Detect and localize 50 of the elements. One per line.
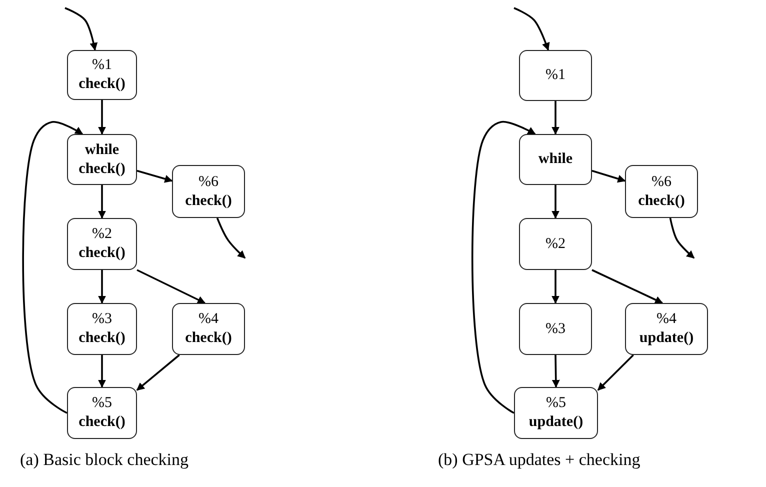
arrow [552, 270, 560, 304]
arrow [136, 354, 180, 391]
arrow [136, 170, 173, 183]
block-label: while [538, 150, 573, 169]
arrow [98, 100, 106, 135]
block-label: %5 update() [528, 394, 584, 432]
block-box [514, 387, 598, 439]
block-label: %5 check() [78, 394, 126, 432]
arrow [592, 269, 664, 304]
arrow [216, 218, 246, 259]
block-box [519, 303, 592, 355]
block-box [172, 165, 245, 218]
arrow [22, 121, 84, 414]
arrow [597, 354, 634, 391]
figure-caption: (b) GPSA updates + checking [438, 450, 640, 470]
block-box [67, 387, 137, 439]
block-box [519, 134, 592, 185]
block-label: %3 check() [78, 310, 126, 348]
arrow [64, 7, 98, 51]
block-box [625, 303, 708, 355]
block-label: %3 [546, 320, 566, 338]
block-label: %4 check() [184, 310, 233, 348]
block-label: %6 check() [184, 172, 233, 210]
arrow [552, 101, 560, 135]
block-box [67, 134, 137, 185]
arrow [669, 218, 695, 259]
block-box [67, 303, 137, 355]
block-label: %2 [546, 234, 566, 254]
arrow [552, 354, 560, 388]
figure-caption: (a) Basic block checking [20, 450, 189, 470]
block-label: %4 update() [638, 310, 695, 348]
arrow [98, 185, 106, 219]
arrow [98, 270, 106, 304]
arrow [471, 121, 536, 414]
arrow [514, 7, 550, 51]
arrow [592, 170, 626, 183]
block-label: %6 check() [637, 172, 686, 210]
block-box [67, 50, 137, 100]
arrow [136, 269, 206, 304]
block-box [625, 165, 698, 218]
block-box [172, 303, 245, 355]
block-box [519, 50, 592, 101]
block-label: %2 check() [78, 225, 126, 263]
block-box [519, 218, 592, 270]
block-box [67, 218, 137, 270]
arrow [552, 185, 560, 219]
block-label: %1 [546, 66, 566, 85]
arrow [98, 355, 106, 388]
block-label: while check() [78, 140, 126, 178]
block-label: %1 check() [78, 56, 126, 94]
